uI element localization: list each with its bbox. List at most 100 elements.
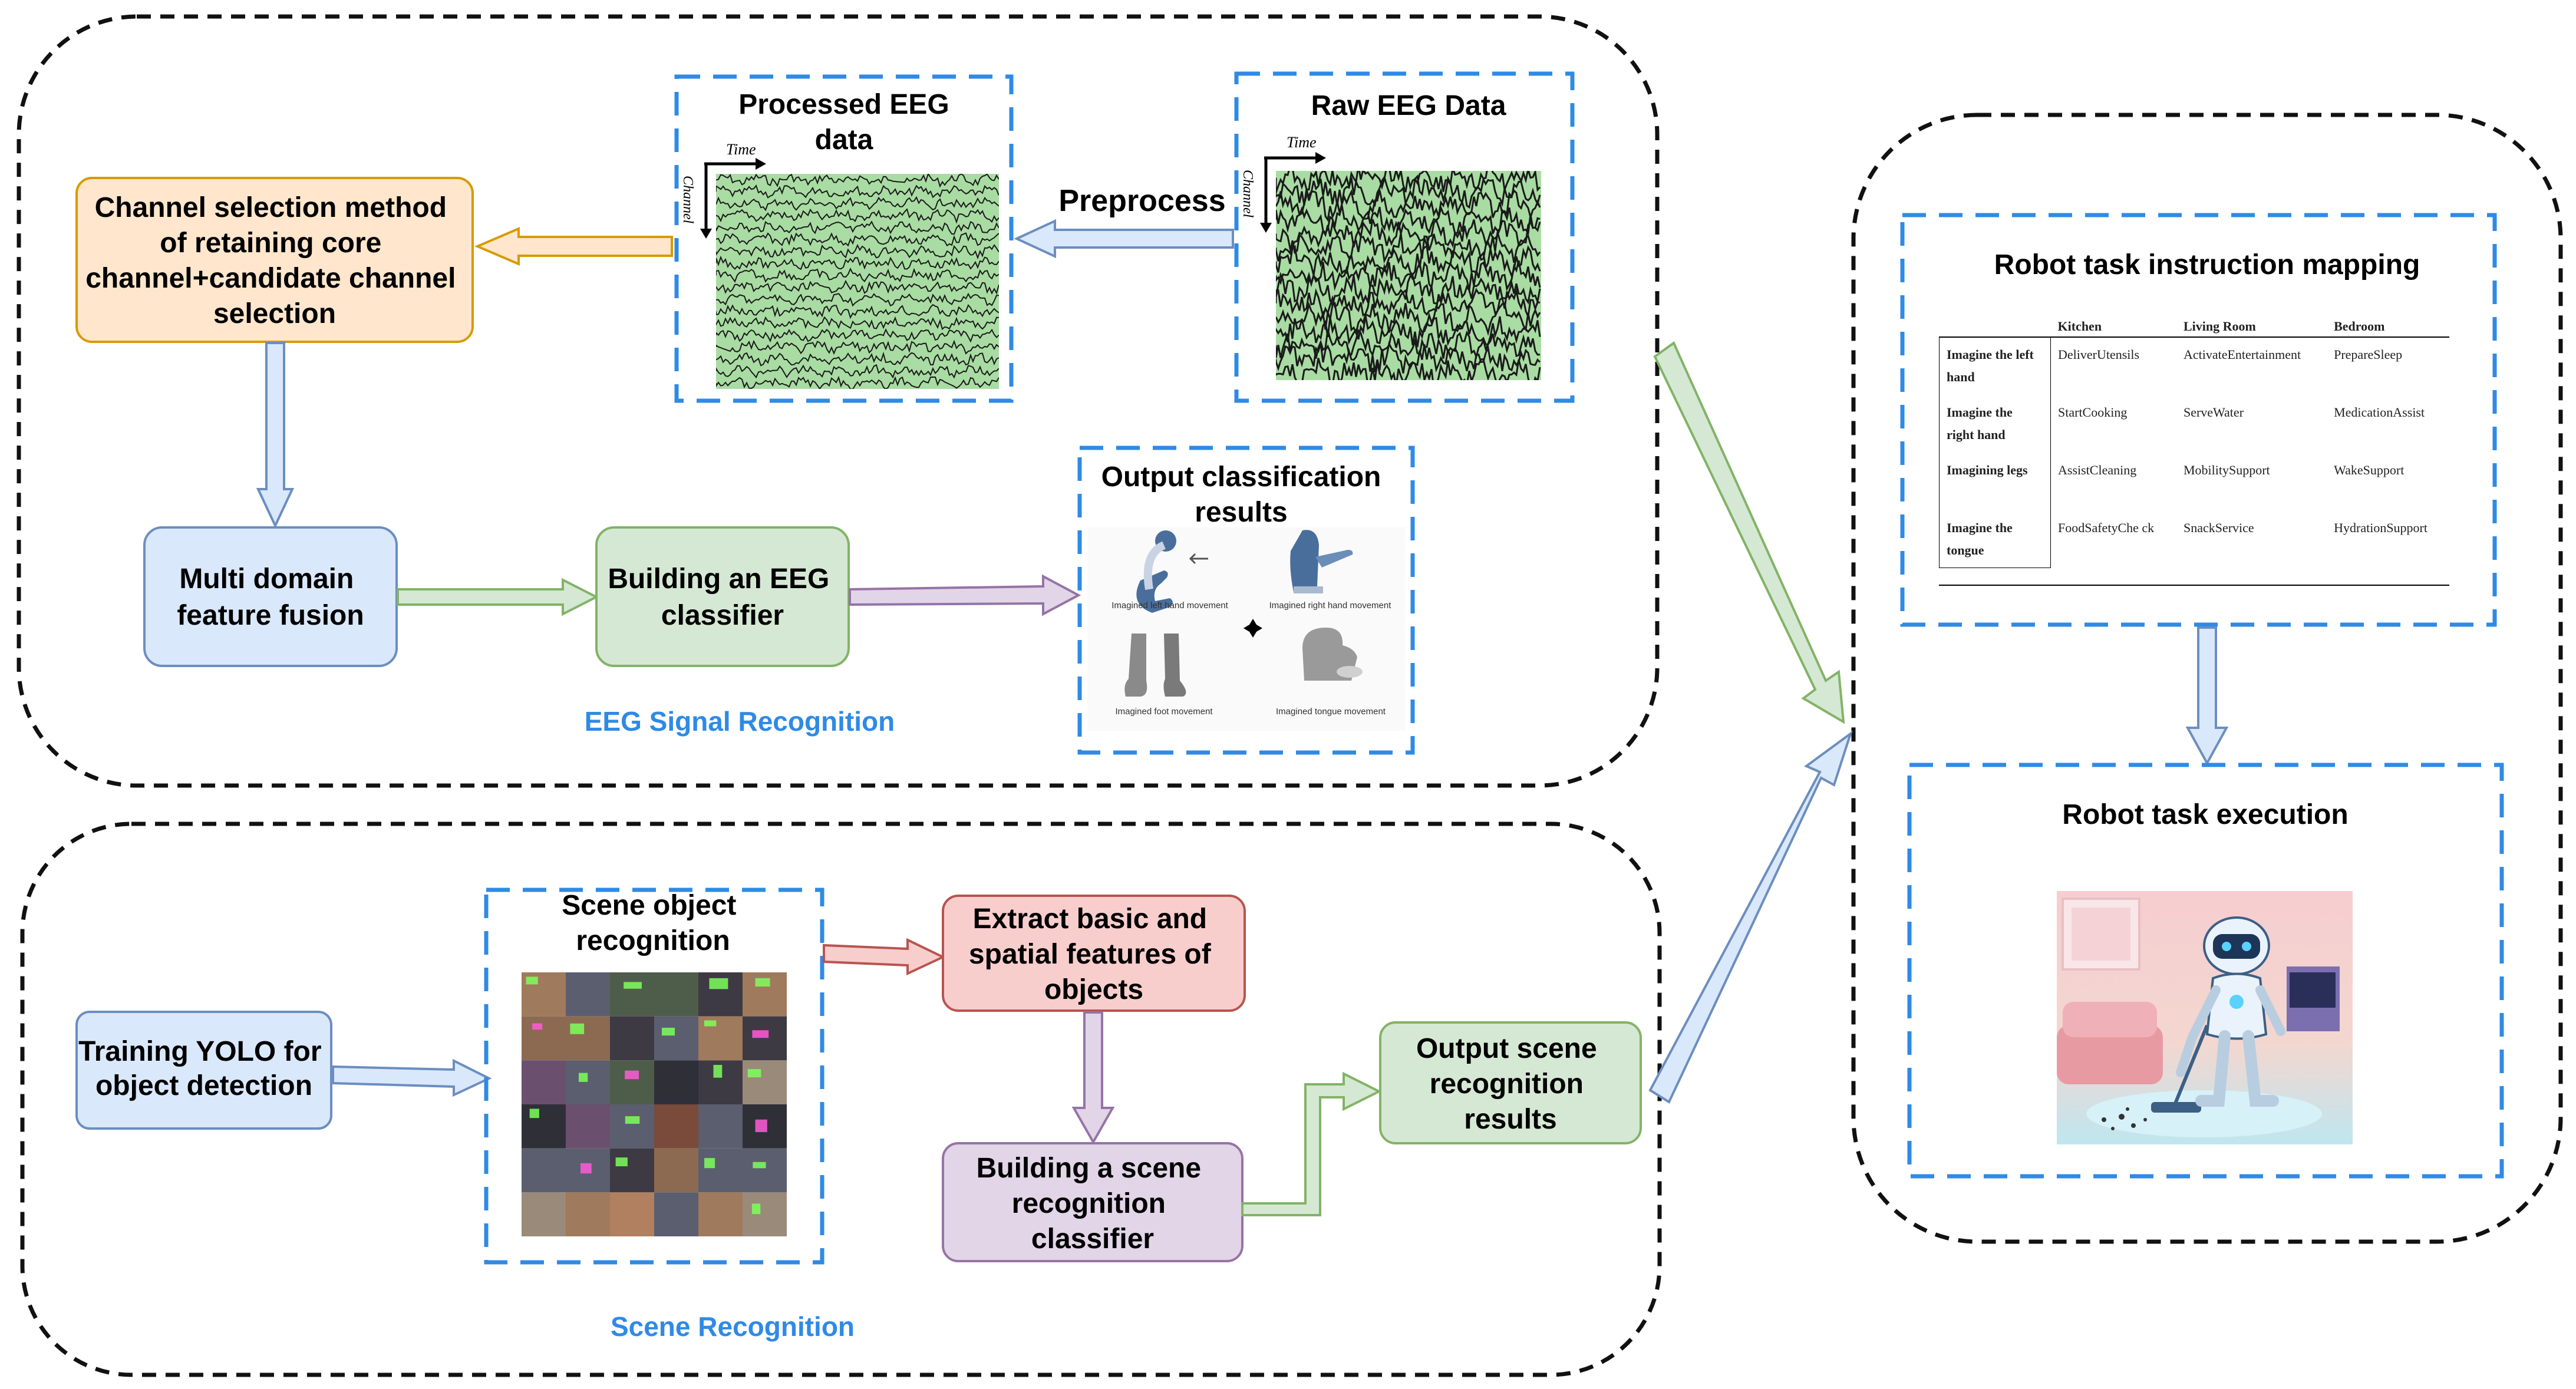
to-execution-arrow [2185,626,2229,766]
mosaic-tile [522,1148,566,1193]
eeg-trace [1276,341,1541,374]
eeg-classifier-box [595,526,850,667]
caption-tongue: Imagined tongue movement [1276,707,1386,717]
table-header-row: Kitchen Living Room Bedroom [1939,314,2449,338]
mosaic-tile [743,1060,787,1104]
table-header-living-room: Living Room [2176,314,2327,338]
to-extract-features-arrow [823,938,946,976]
eeg-trace [716,364,999,379]
processed-eeg-plot [716,174,999,389]
processed-eeg-frame [674,74,1014,403]
eeg-trace [1276,171,1541,193]
detection-label-box [752,1030,769,1038]
scene-classifier-text: Building a scene recognition classifier [977,1153,1209,1255]
mosaic-tile [698,1148,743,1193]
eeg-trace [1276,189,1541,222]
eeg-trace [716,196,999,212]
feature-fusion-text: Multi domain feature fusion [177,563,364,631]
eeg-trace [1276,204,1541,236]
mosaic-tile [566,1060,610,1104]
scene-output-box [1379,1021,1642,1144]
table-header-corner [1939,314,2051,338]
table-cell: FoodSafetyChe ck [2058,520,2155,535]
detection-label-box [625,1070,639,1080]
mosaic-tile [610,1104,654,1149]
scene-output-text: Output scene recognition results [1416,1033,1605,1135]
eeg-panel-title: EEG Signal Recognition [585,706,895,737]
eeg-trace [1276,315,1541,348]
yolo-box [75,1011,332,1130]
detection-label-box [755,978,770,987]
yolo-detection-mosaic [522,972,787,1236]
robot-panel [1851,113,2563,1244]
detection-label-box [532,1023,543,1030]
preprocess-arrow [1014,219,1234,259]
raw-axis-time: Time [1287,134,1317,151]
mosaic-tile [566,1192,610,1236]
eeg-trace [716,292,999,307]
eeg-trace [716,174,999,188]
detection-label-box [661,1027,675,1036]
mosaic-tile [610,972,654,1017]
mosaic-tile [698,1104,743,1149]
mapping-frame [1900,213,2497,627]
raw-axis-channel: Channel [1240,170,1255,218]
detection-label-box [624,982,642,989]
preprocess-label: Preprocess [1058,184,1225,218]
mosaic-tile [566,1016,610,1061]
eeg-trace [716,267,999,283]
processed-axis-channel: Channel [680,176,695,224]
table-bottom-rule [1939,585,2449,586]
output-classification-frame [1077,446,1415,755]
extract-features-text: Extract basic and spatial features of ob… [969,903,1219,1005]
table-header-kitchen: Kitchen [2050,314,2176,338]
detection-label-box [580,1163,592,1174]
processed-eeg-waves [716,174,999,389]
table-row: Imagining legs AssistCleaning MobilitySu… [1939,453,2450,511]
table-cell: HydrationSupport [2334,520,2427,535]
mosaic-tile [522,1060,566,1104]
mosaic-tile [698,1192,743,1236]
left-hand-illustration [1136,530,1208,613]
scene-to-robot-arrow [1648,730,1853,1104]
mapping-title: Robot task instruction mapping [1994,249,2420,281]
processed-eeg-title-2: data [815,124,873,156]
detection-label-box [578,1073,588,1082]
raw-eeg-frame [1234,71,1575,403]
caption-right-hand: Imagined right hand movement [1269,601,1392,611]
processed-eeg-title-1: Processed EEG [738,89,949,120]
eeg-trace [1276,232,1541,264]
channel-selection-text: Channel selection method of retaining co… [85,192,464,329]
eeg-panel [17,14,1660,788]
detection-label-box [753,1162,766,1169]
mosaic-tile [654,1060,698,1104]
mosaic-tile [522,1104,566,1149]
to-scene-classifier-arrow [1071,1011,1115,1145]
scene-panel-title: Scene Recognition [611,1311,855,1342]
mosaic-tile [654,1148,698,1193]
detection-label-box [704,1158,715,1169]
table-cell: MedicationAssist [2334,405,2425,420]
output-classification-title-1: Output classification [1101,461,1381,493]
eeg-trace [716,255,999,270]
tongue-illustration [1302,628,1363,681]
execution-frame [1907,763,2504,1179]
mosaic-tile [743,1016,787,1061]
motor-imagery-grid: Imagined left hand movement Imagined rig… [1087,527,1406,731]
detection-label-box [529,1108,539,1119]
row-label-legs: Imagining legs [1939,453,2051,511]
eeg-trace [1276,288,1541,320]
mosaic-tile [610,1148,654,1193]
eeg-trace [716,184,999,199]
foot-illustration [1124,634,1186,697]
table-header-bedroom: Bedroom [2327,314,2449,338]
detection-label-box [570,1023,585,1034]
eeg-trace [716,316,999,331]
to-scene-object-arrow [332,1058,492,1097]
yolo-text: Training YOLO for object detection [78,1036,329,1101]
